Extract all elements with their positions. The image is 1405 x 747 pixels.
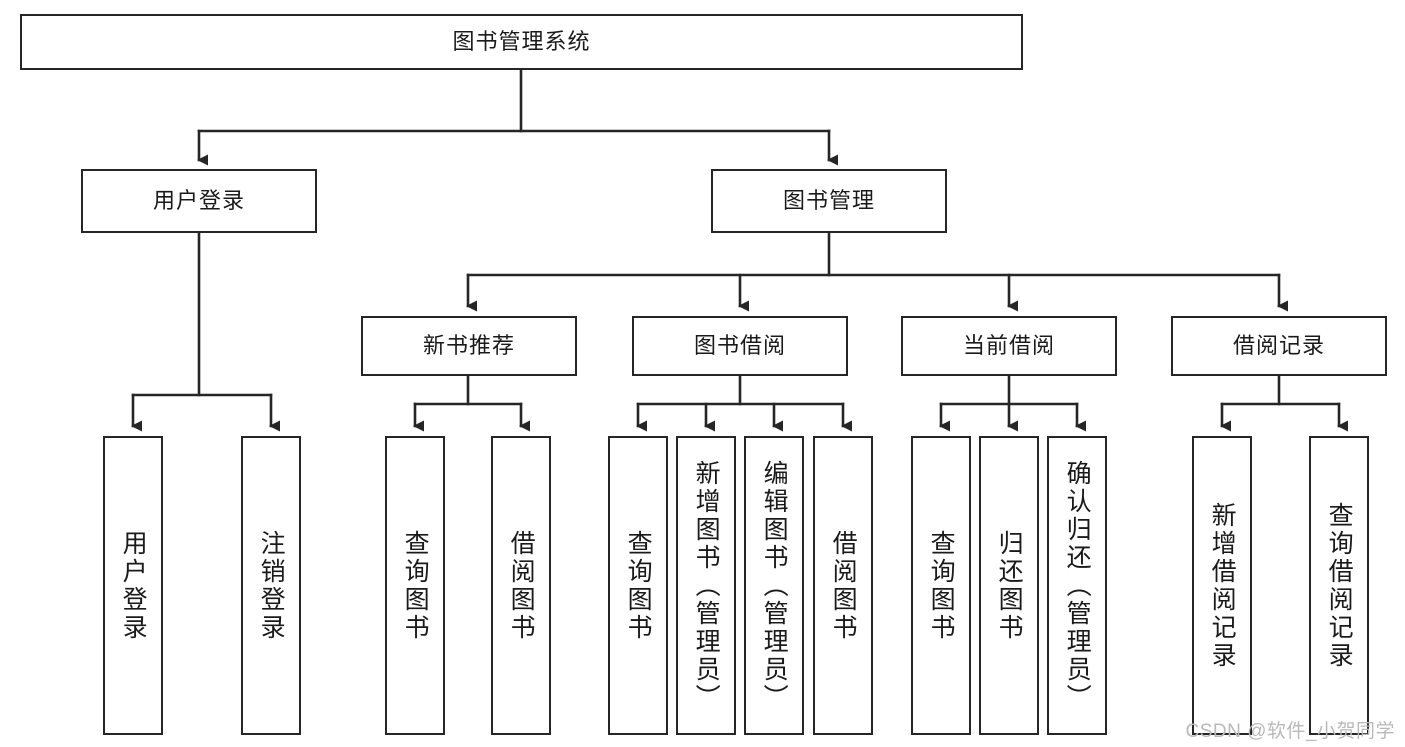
leaf-edit-book-label: 编辑图书（管理员） bbox=[760, 459, 789, 712]
leaf-query-record[interactable]: 查询借阅记录 bbox=[1309, 436, 1369, 735]
leaf-query-book-3-label: 查询图书 bbox=[927, 529, 956, 642]
leaf-query-record-label: 查询借阅记录 bbox=[1325, 501, 1354, 670]
leaf-query-book-3[interactable]: 查询图书 bbox=[911, 436, 971, 735]
leaf-user-login-label: 用户登录 bbox=[119, 529, 148, 642]
leaf-query-book-1[interactable]: 查询图书 bbox=[385, 436, 445, 735]
node-user-login-label: 用户登录 bbox=[152, 187, 245, 213]
leaf-return-book[interactable]: 归还图书 bbox=[979, 436, 1039, 735]
leaf-user-login[interactable]: 用户登录 bbox=[103, 436, 163, 735]
leaf-borrow-book-2[interactable]: 借阅图书 bbox=[813, 436, 873, 735]
leaf-add-record[interactable]: 新增借阅记录 bbox=[1192, 436, 1252, 735]
leaf-borrow-book-2-label: 借阅图书 bbox=[829, 529, 858, 642]
leaf-add-book[interactable]: 新增图书（管理员） bbox=[676, 436, 736, 735]
leaf-confirm-return-label: 确认归还（管理员） bbox=[1063, 459, 1092, 712]
node-current-borrow-label: 当前借阅 bbox=[962, 332, 1055, 358]
leaf-borrow-book-1-label: 借阅图书 bbox=[507, 529, 536, 642]
node-book-borrow-label: 图书借阅 bbox=[693, 332, 786, 358]
node-root-label: 图书管理系统 bbox=[452, 28, 591, 54]
leaf-add-record-label: 新增借阅记录 bbox=[1208, 501, 1237, 670]
node-root[interactable]: 图书管理系统 bbox=[20, 14, 1023, 70]
leaf-query-book-1-label: 查询图书 bbox=[401, 529, 430, 642]
node-user-login[interactable]: 用户登录 bbox=[81, 169, 317, 233]
node-book-management-label: 图书管理 bbox=[782, 187, 875, 213]
node-borrow-record-label: 借阅记录 bbox=[1232, 332, 1325, 358]
node-new-book-recommend[interactable]: 新书推荐 bbox=[361, 316, 577, 376]
leaf-logout-label: 注销登录 bbox=[257, 529, 286, 642]
node-current-borrow[interactable]: 当前借阅 bbox=[901, 316, 1117, 376]
node-book-management[interactable]: 图书管理 bbox=[711, 169, 947, 233]
leaf-query-book-2-label: 查询图书 bbox=[624, 529, 653, 642]
leaf-return-book-label: 归还图书 bbox=[995, 529, 1024, 642]
leaf-query-book-2[interactable]: 查询图书 bbox=[608, 436, 668, 735]
leaf-borrow-book-1[interactable]: 借阅图书 bbox=[491, 436, 551, 735]
leaf-add-book-label: 新增图书（管理员） bbox=[692, 459, 721, 712]
node-new-book-recommend-label: 新书推荐 bbox=[422, 332, 515, 358]
leaf-edit-book[interactable]: 编辑图书（管理员） bbox=[744, 436, 804, 735]
watermark: CSDN @软件_小贺同学 bbox=[1185, 721, 1395, 742]
leaf-logout[interactable]: 注销登录 bbox=[241, 436, 301, 735]
leaf-confirm-return[interactable]: 确认归还（管理员） bbox=[1047, 436, 1107, 735]
node-borrow-record[interactable]: 借阅记录 bbox=[1171, 316, 1387, 376]
node-book-borrow[interactable]: 图书借阅 bbox=[632, 316, 848, 376]
